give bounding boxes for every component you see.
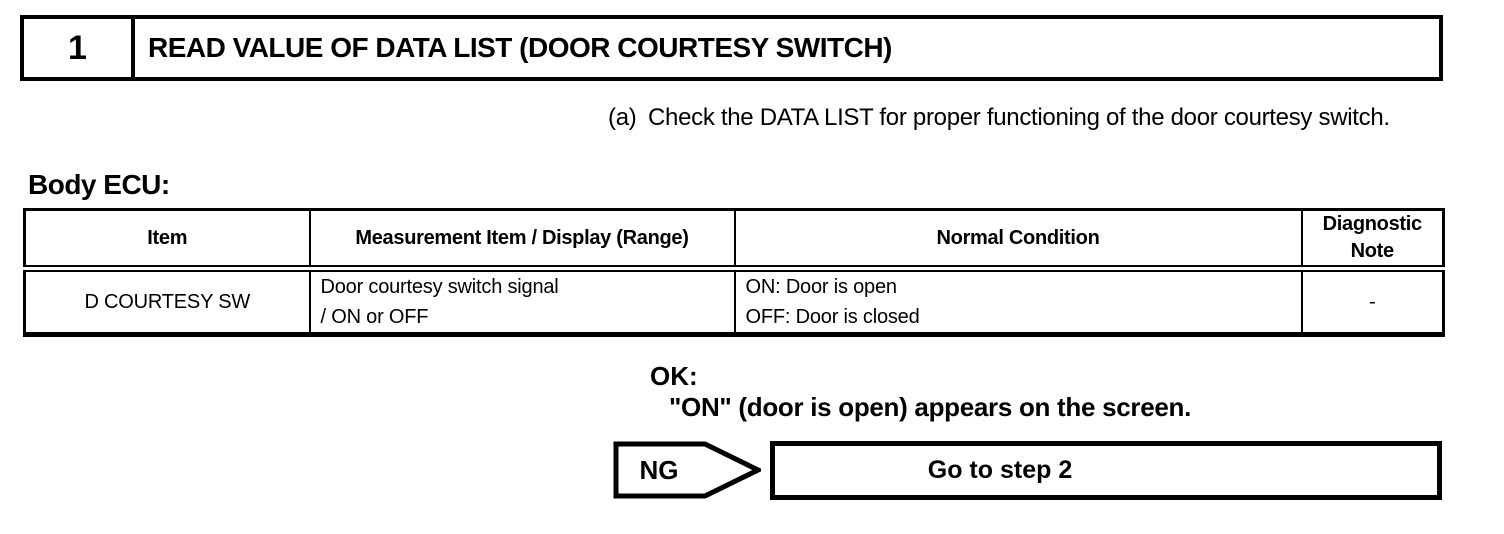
ng-arrow-shape <box>613 441 761 499</box>
data-list-table: Item Measurement Item / Display (Range) … <box>23 208 1445 337</box>
column-header-item: Item <box>23 208 311 272</box>
column-header-normal-condition: Normal Condition <box>733 208 1303 272</box>
instruction-text: Check the DATA LIST for proper functioni… <box>648 104 1390 131</box>
instruction-paragraph: (a) Check the DATA LIST for proper funct… <box>608 100 1444 135</box>
table-row: D COURTESY SW Door courtesy switch signa… <box>23 267 1445 337</box>
step-title: READ VALUE OF DATA LIST (DOOR COURTESY S… <box>148 32 892 63</box>
goto-step-box[interactable]: Go to step 2 <box>770 441 1442 500</box>
condition-line-1: ON: Door is open <box>745 276 898 298</box>
cell-item: D COURTESY SW <box>23 267 311 337</box>
column-header-measurement: Measurement Item / Display (Range) <box>308 208 736 272</box>
cell-measurement: Door courtesy switch signal / ON or OFF <box>308 267 736 337</box>
ok-result-text: "ON" (door is open) appears on the scree… <box>669 392 1192 422</box>
ng-label: NG <box>639 454 679 485</box>
table-header-row: Item Measurement Item / Display (Range) … <box>23 208 1445 272</box>
section-label-body-ecu: Body ECU: <box>28 169 170 200</box>
measurement-line-2: / ON or OFF <box>320 306 429 328</box>
ng-arrow: NG <box>613 441 761 499</box>
measurement-line-1: Door courtesy switch signal <box>320 276 559 298</box>
cell-diagnostic-note: - <box>1300 267 1445 337</box>
step-number: 1 <box>24 19 135 77</box>
column-header-diagnostic-note: Diagnostic Note <box>1300 208 1445 272</box>
step-header: 1 READ VALUE OF DATA LIST (DOOR COURTESY… <box>20 15 1443 81</box>
instruction-label: (a) <box>608 104 637 131</box>
goto-step-label: Go to step 2 <box>927 456 1073 484</box>
cell-normal-condition: ON: Door is open OFF: Door is closed <box>733 267 1303 337</box>
condition-line-2: OFF: Door is closed <box>745 306 920 328</box>
ok-label: OK: <box>650 361 698 391</box>
